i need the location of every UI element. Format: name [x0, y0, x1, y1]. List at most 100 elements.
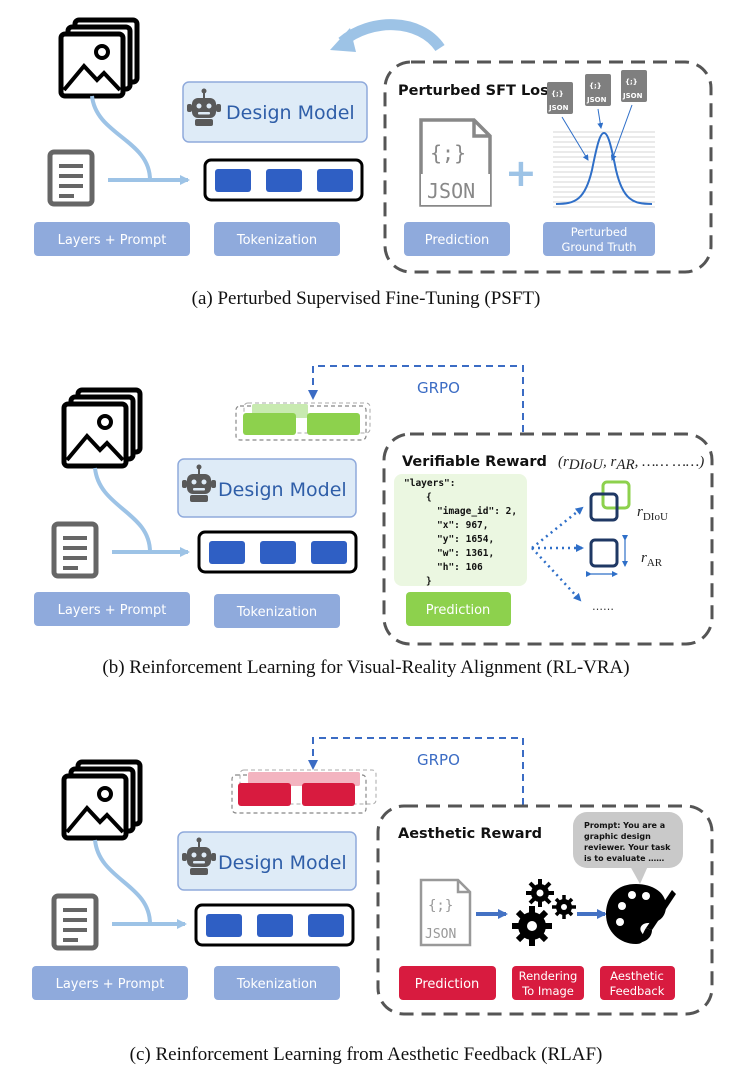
caption-c: (c) Reinforcement Learning from Aestheti…	[130, 1044, 603, 1065]
perturbed-sft-loss-title: Perturbed SFT Loss	[398, 83, 557, 99]
perturbed-ground-truth-label	[543, 222, 655, 256]
grpo-label: GRPO	[417, 379, 460, 397]
rendering-label	[512, 966, 584, 1000]
svg-text:"image_id": 2,: "image_id": 2,	[437, 506, 517, 517]
perturbed-gt-text-2: Ground Truth	[561, 240, 636, 254]
perturbed-gt-text-1: Perturbed	[571, 225, 628, 239]
small-json-icons: {;} JSON {;} JSON {;} JSON	[547, 70, 647, 161]
image-stack-icon	[61, 759, 143, 841]
svg-text:is to evaluate ……: is to evaluate ……	[584, 854, 664, 863]
token	[260, 541, 296, 564]
layers-prompt-label	[32, 966, 188, 1000]
svg-text:Prompt: You are a: Prompt: You are a	[584, 821, 665, 830]
design-model-box: Design Model	[182, 81, 368, 143]
token	[317, 169, 353, 192]
robot-icon	[187, 88, 221, 126]
token	[206, 914, 242, 937]
gears-icon	[512, 879, 576, 946]
r-ar-label: rAR	[641, 550, 663, 569]
svg-text:{: {	[426, 492, 432, 503]
layers-prompt-text: Layers + Prompt	[58, 603, 167, 618]
svg-text:JSON: JSON	[425, 927, 456, 942]
design-model-text: Design Model	[218, 479, 347, 501]
rendering-text-2: To Image	[521, 984, 574, 998]
svg-text:graphic design: graphic design	[584, 832, 651, 841]
aesthetic-text-2: Feedback	[610, 984, 665, 998]
caption-a: (a) Perturbed Supervised Fine-Tuning (PS…	[192, 288, 541, 309]
output-token-sequence	[231, 769, 377, 814]
panel-a: Layers + Prompt Design Model	[34, 17, 713, 309]
layers-prompt-label	[34, 592, 190, 626]
token	[311, 541, 347, 564]
svg-text:JSON: JSON	[548, 104, 569, 112]
svg-text:{;}: {;}	[625, 78, 638, 86]
grpo-loop	[308, 737, 524, 805]
svg-text:"layers":: "layers":	[404, 478, 455, 489]
palette-brush-icon	[606, 884, 676, 944]
tokenization-text: Tokenization	[236, 977, 317, 992]
token	[209, 541, 245, 564]
token	[238, 783, 291, 806]
caption-b: (b) Reinforcement Learning for Visual-Re…	[102, 657, 629, 678]
layers-prompt-text: Layers + Prompt	[56, 977, 165, 992]
rendering-text-1: Rendering	[519, 969, 578, 983]
token-sequence	[203, 158, 364, 202]
svg-text:JSON: JSON	[427, 179, 475, 203]
prediction-text: Prediction	[415, 977, 480, 992]
design-model-box: Design Model	[177, 458, 357, 518]
prediction-label	[406, 592, 511, 626]
svg-text:reviewer. Your task: reviewer. Your task	[584, 843, 671, 852]
design-model-text: Design Model	[226, 102, 355, 124]
prediction-text: Prediction	[426, 603, 491, 618]
prediction-label	[404, 222, 510, 256]
token	[243, 413, 296, 435]
robot-icon	[182, 464, 216, 502]
verifiable-reward-title: Verifiable Reward (rDIoU, rAR, …… ……)	[402, 451, 704, 473]
token	[307, 413, 360, 435]
tokenization-label	[214, 222, 340, 256]
image-connector	[93, 839, 152, 925]
json-code-block	[394, 474, 527, 586]
design-model-box: Design Model	[177, 831, 357, 891]
svg-text:"h": 106: "h": 106	[437, 562, 483, 573]
token-sequence	[197, 530, 358, 574]
token-sequence	[194, 903, 355, 947]
token	[266, 169, 302, 192]
document-icon	[51, 521, 99, 579]
json-file-icon: {;} JSON	[419, 878, 472, 947]
feedback-arrowhead	[330, 28, 356, 52]
svg-text:"x": 967,: "x": 967,	[437, 520, 488, 531]
aesthetic-text-1: Aesthetic	[610, 969, 664, 983]
svg-text:{;}: {;}	[430, 141, 466, 165]
r-diou-label: rDIoU	[637, 504, 668, 523]
token	[308, 914, 344, 937]
output-token-sequence	[235, 402, 371, 441]
reward-arrows	[531, 506, 584, 602]
grpo-loop	[308, 365, 524, 432]
svg-text:JSON: JSON	[586, 96, 607, 104]
prompt-speech-bubble: Prompt: You are a graphic design reviewe…	[573, 812, 683, 884]
aesthetic-reward-title: Aesthetic Reward	[398, 826, 542, 842]
tokenization-label	[214, 966, 340, 1000]
feedback-arrow	[338, 19, 445, 52]
svg-text:{;}: {;}	[428, 898, 453, 914]
tokenization-text: Tokenization	[236, 605, 317, 620]
json-code-lines: "layers": { "image_id": 2, "x": 967, "y"…	[404, 478, 517, 587]
tokenization-label	[214, 594, 340, 628]
token	[302, 783, 355, 806]
json-file-icon: {;} JSON	[419, 118, 492, 207]
svg-text:{;}: {;}	[551, 90, 564, 98]
more-rewards-ellipsis: ……	[592, 600, 614, 613]
image-connector	[90, 95, 152, 181]
image-connector	[93, 467, 152, 553]
design-model-text: Design Model	[218, 852, 347, 874]
svg-text:}: }	[426, 576, 432, 587]
tokenization-text: Tokenization	[236, 233, 317, 248]
token	[215, 169, 251, 192]
document-icon	[51, 893, 99, 951]
plus-icon: +	[505, 151, 537, 195]
svg-text:"w": 1361,: "w": 1361,	[437, 548, 494, 559]
svg-text:"y": 1654,: "y": 1654,	[437, 534, 494, 545]
layers-prompt-text: Layers + Prompt	[58, 233, 167, 248]
